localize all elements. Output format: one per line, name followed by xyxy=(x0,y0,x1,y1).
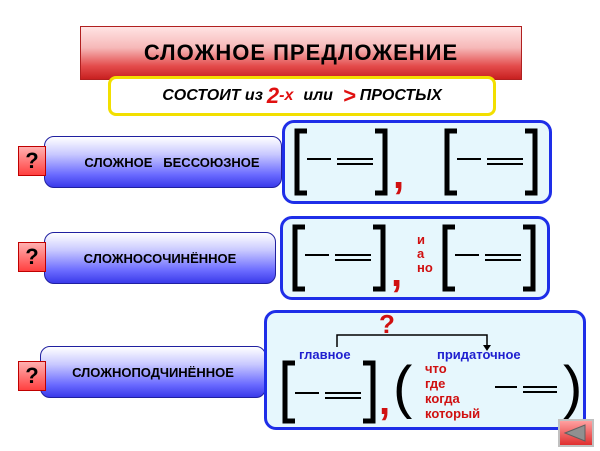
title-banner: СЛОЖНОЕ ПРЕДЛОЖЕНИЕ xyxy=(80,26,522,80)
word-kotoryj: который xyxy=(425,406,481,421)
conjunction-list: и а но xyxy=(417,233,433,275)
arrow-head xyxy=(483,345,491,351)
clause-bracket-1 xyxy=(294,128,388,196)
back-button[interactable] xyxy=(558,419,594,447)
question-arrow-mark: ? xyxy=(379,309,395,339)
question-mark: ? xyxy=(25,363,39,388)
row-1-scheme xyxy=(294,128,538,196)
row-1-label-pill[interactable]: СЛОЖНОЕ БЕССОЮЗНОЕ xyxy=(44,136,282,188)
row-3-label: СЛОЖНОПОДЧИНЁННОЕ xyxy=(72,364,234,380)
conjunction-i: и xyxy=(417,232,425,247)
comma-mark: , xyxy=(393,153,405,197)
conjunction-word-list: что где когда который xyxy=(425,361,480,421)
main-clause-bracket xyxy=(282,360,376,424)
subtitle-box: СОСТОИТ из 2-х или > ПРОСТЫХ xyxy=(108,76,496,116)
row-3-scheme-box: ? главное придаточное , ( что где когда … xyxy=(264,309,586,430)
row-2-scheme-box: , и а но xyxy=(280,216,550,300)
subtitle-number: 2 xyxy=(266,83,280,108)
comma-mark: , xyxy=(391,251,403,295)
subtitle-gt: > xyxy=(342,83,356,108)
row-2-question-button[interactable]: ? xyxy=(18,242,46,272)
word-gde: где xyxy=(425,376,446,391)
question-mark: ? xyxy=(25,244,39,269)
main-clause-label: главное xyxy=(299,347,351,362)
subtitle-part4: ПРОСТЫХ xyxy=(359,87,442,104)
row-2-scheme xyxy=(292,224,536,292)
row-1-question-button[interactable]: ? xyxy=(18,146,46,176)
row-2-label: СЛОЖНОСОЧИНЁННОЕ xyxy=(83,250,237,266)
clause-bracket-1 xyxy=(292,224,386,292)
conjunction-no: но xyxy=(417,260,433,275)
sub-clause-label: придаточное xyxy=(437,347,521,362)
word-chto: что xyxy=(425,361,447,376)
close-paren: ) xyxy=(563,355,583,420)
row-3-label-pill[interactable]: СЛОЖНОПОДЧИНЁННОЕ xyxy=(40,346,266,398)
subtitle-suffix: -х xyxy=(279,87,294,104)
row-3-question-button[interactable]: ? xyxy=(18,361,46,391)
comma-mark: , xyxy=(379,379,391,423)
word-kogda: когда xyxy=(425,391,460,406)
subtitle-part3: или xyxy=(303,87,333,104)
page-title: СЛОЖНОЕ ПРЕДЛОЖЕНИЕ xyxy=(143,40,459,65)
conjunction-a: а xyxy=(417,246,425,261)
open-paren: ( xyxy=(393,355,413,420)
row-3-scheme xyxy=(282,334,557,424)
clause-bracket-2 xyxy=(442,224,536,292)
row-2-label-pill[interactable]: СЛОЖНОСОЧИНЁННОЕ xyxy=(44,232,276,284)
subtitle-part1: СОСТОИТ из xyxy=(162,87,263,104)
clause-bracket-2 xyxy=(444,128,538,196)
question-mark: ? xyxy=(25,148,39,173)
left-arrow-icon xyxy=(563,424,586,442)
row-1-scheme-box: , xyxy=(282,120,552,204)
row-1-label: СЛОЖНОЕ БЕССОЮЗНОЕ xyxy=(84,154,260,170)
connector-line xyxy=(336,334,488,347)
